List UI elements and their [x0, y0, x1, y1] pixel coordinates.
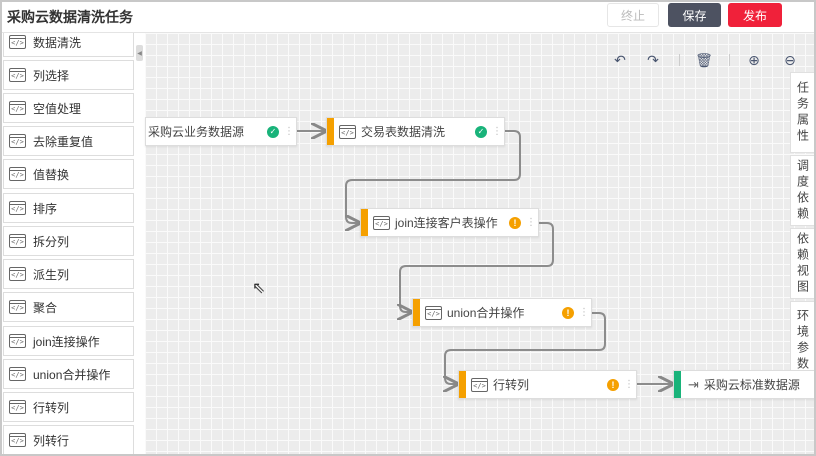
page-title: 采购云数据清洗任务: [7, 9, 133, 25]
code-icon: </>: [373, 215, 390, 230]
code-icon: </>: [9, 68, 26, 82]
tab-task-properties[interactable]: 任务属性: [790, 72, 816, 153]
publish-button[interactable]: 发布: [728, 3, 782, 27]
code-icon: </>: [9, 35, 26, 49]
success-icon: ✓: [267, 125, 279, 138]
sidebar-item[interactable]: </> 数据清洗: [3, 33, 134, 57]
success-icon: ✓: [475, 125, 487, 138]
code-icon: </>: [9, 267, 26, 281]
flow-node[interactable]: </> 交易表数据清洗 ✓ ⋮: [326, 117, 505, 146]
flow-node[interactable]: </> 行转列 ! ⋮: [458, 370, 637, 399]
zoom-out-icon[interactable]: ⊖: [784, 51, 796, 68]
sidebar-item[interactable]: </> 空值处理: [3, 93, 134, 123]
code-icon: </>: [9, 400, 26, 414]
sidebar-item-label: 行转列: [33, 400, 70, 415]
flow-node-target[interactable]: ⇥ 采购云标准数据源: [673, 370, 816, 399]
sidebar-item-label: 空值处理: [33, 101, 82, 116]
delete-icon[interactable]: 🗑: [695, 51, 713, 68]
tab-environment-params[interactable]: 环境参数: [790, 301, 816, 380]
node-label: join连接客户表操作: [395, 216, 498, 230]
code-icon: </>: [9, 134, 26, 148]
save-button[interactable]: 保存: [668, 3, 721, 27]
sidebar-item-label: 派生列: [33, 267, 70, 282]
code-icon: </>: [425, 305, 442, 320]
node-label: union合并操作: [447, 306, 525, 320]
flow-node-source[interactable]: 采购云业务数据源 ✓ ⋮: [145, 117, 297, 146]
sidebar-item[interactable]: </> 派生列: [3, 259, 134, 289]
sidebar-item[interactable]: </> 去除重复值: [3, 126, 134, 156]
code-icon: </>: [9, 300, 26, 314]
node-label: 采购云标准数据源: [703, 378, 800, 392]
sidebar-item-label: join连接操作: [33, 334, 100, 349]
header: 采购云数据清洗任务 终止 保存 发布: [0, 0, 816, 33]
node-menu-icon[interactable]: ⋮: [624, 378, 634, 390]
warning-icon: !: [509, 216, 521, 229]
toolbar-divider: [729, 54, 730, 66]
node-label: 交易表数据清洗: [361, 125, 446, 139]
sidebar-item[interactable]: </> 行转列: [3, 392, 134, 422]
node-type-bar: [413, 299, 420, 326]
node-type-bar: [327, 118, 334, 145]
flow-node[interactable]: </> join连接客户表操作 ! ⋮: [360, 208, 539, 237]
code-icon: </>: [9, 234, 26, 248]
code-icon: </>: [9, 367, 26, 381]
sidebar-item[interactable]: </> join连接操作: [3, 326, 134, 356]
node-menu-icon[interactable]: ⋮: [579, 306, 589, 318]
warning-icon: !: [607, 378, 619, 391]
sidebar-item-label: 列转行: [33, 433, 70, 448]
node-label: 采购云业务数据源: [148, 125, 245, 139]
tab-schedule-dependency[interactable]: 调度依赖: [790, 155, 816, 226]
sidebar-item-label: 去除重复值: [33, 134, 94, 149]
code-icon: </>: [471, 377, 488, 392]
operator-sidebar: </> 数据清洗 </> 列选择 </> 空值处理 </> 去除重复值 </> 值替换 <…: [0, 33, 145, 456]
code-icon: </>: [9, 201, 26, 215]
sidebar-item[interactable]: </> 列选择: [3, 60, 134, 90]
code-icon: </>: [339, 124, 356, 139]
toolbar-divider: [679, 54, 680, 66]
zoom-in-icon[interactable]: ⊕: [748, 51, 760, 68]
sidebar-item[interactable]: </> union合并操作: [3, 359, 134, 389]
node-type-bar: [674, 371, 681, 398]
undo-icon[interactable]: ↶: [614, 51, 626, 68]
sidebar-item[interactable]: </> 拆分列: [3, 226, 134, 256]
sidebar-item[interactable]: </> 列转行: [3, 425, 134, 455]
sidebar-item-label: 排序: [33, 201, 58, 216]
node-type-bar: [459, 371, 466, 398]
sidebar-item[interactable]: </> 聚合: [3, 292, 134, 322]
sidebar-item[interactable]: </> 排序: [3, 193, 134, 223]
sidebar-item-label: 聚合: [33, 300, 58, 315]
sidebar-item-label: 数据清洗: [33, 35, 82, 50]
import-icon: ⇥: [688, 376, 699, 392]
sidebar-item-label: 值替换: [33, 167, 70, 182]
code-icon: </>: [9, 334, 26, 348]
warning-icon: !: [562, 306, 574, 319]
redo-icon[interactable]: ↷: [647, 51, 659, 68]
collapse-sidebar-handle[interactable]: ◀: [136, 45, 143, 61]
code-icon: </>: [9, 167, 26, 181]
node-menu-icon[interactable]: ⋮: [492, 125, 502, 137]
mouse-cursor-icon: ⇖: [252, 280, 266, 297]
tab-dependency-view[interactable]: 依赖视图: [790, 228, 816, 299]
sidebar-item-label: 拆分列: [33, 234, 70, 249]
stop-button[interactable]: 终止: [607, 3, 659, 27]
node-menu-icon[interactable]: ⋮: [284, 125, 294, 137]
flow-node[interactable]: </> union合并操作 ! ⋮: [412, 298, 592, 327]
node-label: 行转列: [493, 378, 530, 392]
sidebar-item[interactable]: </> 值替换: [3, 159, 134, 189]
code-icon: </>: [9, 101, 26, 115]
code-icon: </>: [9, 433, 26, 447]
node-menu-icon[interactable]: ⋮: [526, 216, 536, 228]
sidebar-item-label: union合并操作: [33, 367, 111, 382]
node-type-bar: [361, 209, 368, 236]
sidebar-item-label: 列选择: [33, 68, 70, 83]
